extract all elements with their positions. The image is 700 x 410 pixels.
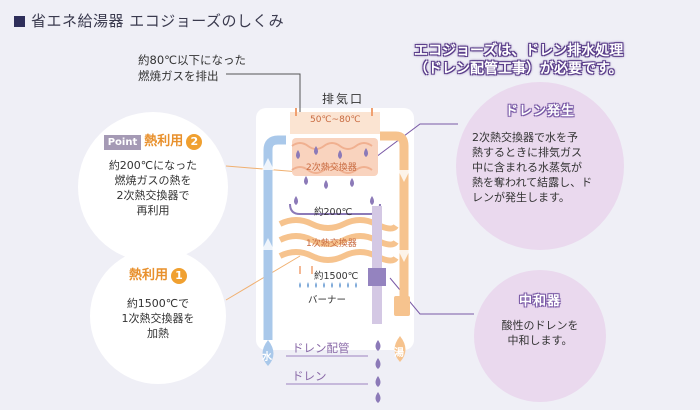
hot-water-pipe	[380, 131, 409, 296]
hot-water-drop-label: 湯	[394, 348, 404, 359]
hot-water-drop-icon	[394, 336, 406, 362]
neutralizer-box	[368, 268, 386, 286]
water-drop-icon	[262, 340, 274, 366]
heat-use-2-circle	[78, 112, 228, 262]
heat-use-1-circle	[90, 248, 226, 384]
primary-heat-exchanger	[278, 217, 399, 264]
water-drop-label: 水	[262, 352, 272, 363]
exhaust-outlet-label: 排気口	[322, 92, 365, 106]
hot-pipe-arrow-2-icon	[398, 250, 410, 262]
heat-use-1-title: 熱利用	[128, 268, 168, 283]
heat-use-1-body: 約1500℃で 1次熱交換器を 加熱	[121, 297, 195, 340]
drain-pipe	[372, 206, 382, 324]
heat-use-2-body: 約200℃になった 燃焼ガスの熱を 2次熱交換器で 再利用	[108, 159, 198, 217]
hot-pipe-arrow-icon	[398, 170, 410, 182]
burner-flames	[299, 282, 357, 288]
exhaust-note: 約80℃以下になった 燃焼ガスを排出	[138, 53, 247, 83]
number-badge-2: 2	[186, 134, 203, 150]
eco-banner: エコジョーズは、ドレン排水処理 （ドレン配管工事）が必要です。	[414, 43, 624, 77]
secondary-heat-exchanger	[292, 138, 378, 176]
drain-generation-heading: ドレン発生	[504, 104, 575, 119]
water-pipe	[263, 135, 286, 340]
drain-generation-circle	[456, 82, 624, 250]
heat-use-2-title: 熱利用	[144, 134, 184, 149]
exhaust-outlet-area	[290, 112, 380, 134]
water-pipe-arrow-icon	[262, 158, 274, 170]
number-badge-1: 1	[171, 268, 187, 284]
page-title: 省エネ給湯器 エコジョーズのしくみ	[14, 10, 284, 31]
drain-drops	[375, 340, 381, 403]
primary-hx-label: 1次熱交換器	[306, 239, 357, 249]
water-pipe-arrow-2-icon	[262, 238, 274, 250]
heat-rise-arrows	[299, 266, 313, 274]
neutralizer-heading: 中和器	[518, 294, 561, 309]
page-title-text: 省エネ給湯器 エコジョーズのしくみ	[31, 12, 285, 30]
drain-leader-line	[371, 123, 458, 161]
burner-label: バーナー	[308, 295, 347, 306]
drain-pipe-legend: ドレン配管	[292, 341, 350, 355]
secondary-hx-label: 2次熱交換器	[306, 163, 357, 173]
heat1-leader-line	[225, 255, 301, 301]
point-tag: Point	[103, 135, 142, 150]
neutralizer-circle	[474, 270, 606, 402]
drain-legend: ドレン	[292, 369, 327, 383]
temp-burner-label: 約1500℃	[314, 271, 359, 282]
exhaust-leader-line	[226, 73, 301, 112]
temp-mid-label: 約200℃	[314, 207, 353, 218]
hot-water-tank	[394, 296, 410, 316]
drain-generation-body: 2次熱交換器で水を予 熱するときに排気ガス 中に含まれる水蒸気が 熱を奪われて結…	[472, 131, 593, 204]
temp-top-label: 50℃~80℃	[310, 115, 361, 125]
neutralizer-body: 酸性のドレンを 中和します。	[501, 319, 579, 347]
title-square-icon	[14, 16, 25, 27]
condensate-drops	[294, 146, 374, 205]
